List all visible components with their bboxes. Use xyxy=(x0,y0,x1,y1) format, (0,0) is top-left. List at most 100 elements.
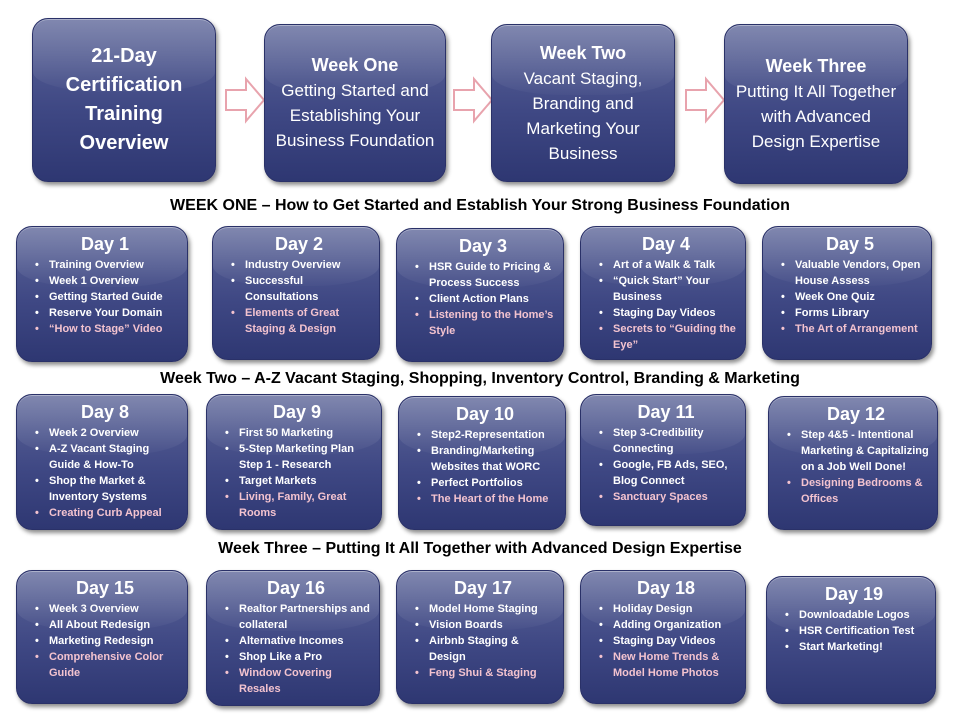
day-topic-item: Training Overview xyxy=(31,257,179,273)
day-title: Day 16 xyxy=(266,578,326,598)
day-topic-item: Target Markets xyxy=(221,473,373,489)
day-topic-item: Listening to the Home’s Style xyxy=(411,307,555,339)
day-card: Day 18 Holiday DesignAdding OrganizationS… xyxy=(580,570,746,704)
day-title: Day 12 xyxy=(826,404,886,424)
day-topic-item: Week 1 Overview xyxy=(31,273,179,289)
day-topic-item: Downloadable Logos xyxy=(781,607,927,623)
day-topic-item: Getting Started Guide xyxy=(31,289,179,305)
day-card: Day 3 HSR Guide to Pricing & Process Succ… xyxy=(396,228,564,362)
overview-box: 21-Day Certification Training Overview xyxy=(32,18,216,182)
week-two-subtitle: Vacant Staging, Branding and Marketing Y… xyxy=(523,68,643,163)
day-card: Day 10 Step2-RepresentationBranding/Marke… xyxy=(398,396,566,530)
day-card: Day 11 Step 3-Credibility Connecting Goog… xyxy=(580,394,746,526)
day-card: Day 19Downloadable LogosHSR Certificatio… xyxy=(766,576,936,704)
day-topic-item: Week One Quiz xyxy=(777,289,923,305)
day-topic-item: Window Covering Resales xyxy=(221,665,371,697)
day-topic-item: Valuable Vendors, Open House Assess xyxy=(777,257,923,289)
week-one-box: Week One Getting Started and Establishin… xyxy=(264,24,446,182)
day-topic-item: Secrets to “Guiding the Eye” xyxy=(595,321,737,353)
day-topic-list: Holiday DesignAdding OrganizationStaging… xyxy=(595,601,737,681)
day-title: Day 5 xyxy=(825,234,875,254)
day-topic-list: Model Home Staging Vision BoardsAirbnb S… xyxy=(411,601,555,681)
day-topic-list: Realtor Partnerships and collateralAlter… xyxy=(221,601,371,697)
day-topic-list: Step2-RepresentationBranding/Marketing W… xyxy=(413,427,557,507)
day-topic-item: Step 4&5 - Intentional Marketing & Capit… xyxy=(783,427,929,475)
day-topic-list: Step 3-Credibility Connecting Google, FB… xyxy=(595,425,737,505)
day-title: Day 3 xyxy=(458,236,508,256)
day-topic-item: Sanctuary Spaces xyxy=(595,489,737,505)
day-topic-item: Google, FB Ads, SEO, Blog Connect xyxy=(595,457,737,489)
day-card: Day 17 Model Home Staging Vision BoardsAi… xyxy=(396,570,564,704)
day-topic-list: First 50 Marketing5-Step Marketing Plan … xyxy=(221,425,373,521)
day-topic-item: A-Z Vacant Staging Guide & How-To xyxy=(31,441,179,473)
day-title: Day 17 xyxy=(453,578,513,598)
day-title: Day 2 xyxy=(274,234,324,254)
day-topic-list: Downloadable LogosHSR Certification Test… xyxy=(781,607,927,655)
section-title-week-one: WEEK ONE – How to Get Started and Establ… xyxy=(170,197,790,214)
week-two-title: Week Two xyxy=(539,42,627,63)
arrow-right-icon xyxy=(453,76,494,124)
day-topic-item: The Art of Arrangement xyxy=(777,321,923,337)
day-topic-item: Model Home Staging xyxy=(411,601,555,617)
day-topic-item: Elements of Great Staging & Design xyxy=(227,305,371,337)
day-topic-item: Branding/Marketing Websites that WORC xyxy=(413,443,557,475)
day-topic-item: Successful Consultations xyxy=(227,273,371,305)
week-three-box: Week Three Putting It All Together with … xyxy=(724,24,908,184)
day-topic-item: Designing Bedrooms & Offices xyxy=(783,475,929,507)
day-topic-item: Comprehensive Color Guide xyxy=(31,649,179,681)
week-one-title: Week One xyxy=(311,55,399,75)
day-card: Day 16 Realtor Partnerships and collatera… xyxy=(206,570,380,706)
day-topic-item: Step 3-Credibility Connecting xyxy=(595,425,737,457)
day-topic-item: Vision Boards xyxy=(411,617,555,633)
day-topic-item: All About Redesign xyxy=(31,617,179,633)
day-topic-item: Start Marketing! xyxy=(781,639,927,655)
day-topic-item: Adding Organization xyxy=(595,617,737,633)
day-title: Day 9 xyxy=(272,402,322,422)
day-card: Day 4Art of a Walk & Talk“Quick Start” Y… xyxy=(580,226,746,360)
day-title: Day 4 xyxy=(641,234,691,254)
day-topic-item: HSR Guide to Pricing & Process Success xyxy=(411,259,555,291)
day-topic-item: Reserve Your Domain xyxy=(31,305,179,321)
day-topic-item: New Home Trends & Model Home Photos xyxy=(595,649,737,681)
day-title: Day 11 xyxy=(637,402,695,422)
section-title-week-three: Week Three – Putting It All Together wit… xyxy=(218,540,742,557)
overview-title: 21-Day Certification Training Overview xyxy=(65,45,183,154)
day-title: Day 10 xyxy=(455,404,515,424)
day-topic-item: Art of a Walk & Talk xyxy=(595,257,737,273)
arrow-right-icon xyxy=(225,76,266,124)
day-topic-item: Shop the Market & Inventory Systems xyxy=(31,473,179,505)
day-topic-item: Industry Overview xyxy=(227,257,371,273)
day-topic-item: The Heart of the Home xyxy=(413,491,557,507)
day-card: Day 15 Week 3 OverviewAll About RedesignM… xyxy=(16,570,188,704)
day-topic-item: Feng Shui & Staging xyxy=(411,665,555,681)
day-title: Day 18 xyxy=(636,578,696,598)
day-topic-item: Marketing Redesign xyxy=(31,633,179,649)
week-one-subtitle: Getting Started and Establishing Your Bu… xyxy=(275,81,435,150)
day-title: Day 15 xyxy=(75,578,135,598)
day-card: Day 12 Step 4&5 - Intentional Marketing &… xyxy=(768,396,938,530)
day-topic-item: Week 3 Overview xyxy=(31,601,179,617)
week-three-title: Week Three xyxy=(765,56,867,76)
day-title: Day 8 xyxy=(80,402,130,422)
day-topic-item: Perfect Portfolios xyxy=(413,475,557,491)
week-two-box: Week Two Vacant Staging, Branding and Ma… xyxy=(491,24,675,182)
day-topic-item: Shop Like a Pro xyxy=(221,649,371,665)
day-topic-item: “How to Stage” Video xyxy=(31,321,179,337)
day-card: Day 8 Week 2 OverviewA-Z Vacant Staging G… xyxy=(16,394,188,530)
day-topic-list: Week 3 OverviewAll About RedesignMarketi… xyxy=(31,601,179,681)
day-topic-item: First 50 Marketing xyxy=(221,425,373,441)
day-topic-list: Valuable Vendors, Open House AssessWeek … xyxy=(777,257,923,337)
day-topic-item: Airbnb Staging & Design xyxy=(411,633,555,665)
week-three-subtitle: Putting It All Together with Advanced De… xyxy=(735,82,897,151)
day-card: Day 9 First 50 Marketing5-Step Marketing … xyxy=(206,394,382,530)
day-topic-item: Alternative Incomes xyxy=(221,633,371,649)
day-topic-item: Living, Family, Great Rooms xyxy=(221,489,373,521)
day-topic-item: Step2-Representation xyxy=(413,427,557,443)
day-topic-item: Creating Curb Appeal xyxy=(31,505,179,521)
day-card: Day 5 Valuable Vendors, Open House Assess… xyxy=(762,226,932,360)
day-topic-item: Staging Day Videos xyxy=(595,305,737,321)
day-topic-list: Week 2 OverviewA-Z Vacant Staging Guide … xyxy=(31,425,179,521)
day-topic-item: Forms Library xyxy=(777,305,923,321)
